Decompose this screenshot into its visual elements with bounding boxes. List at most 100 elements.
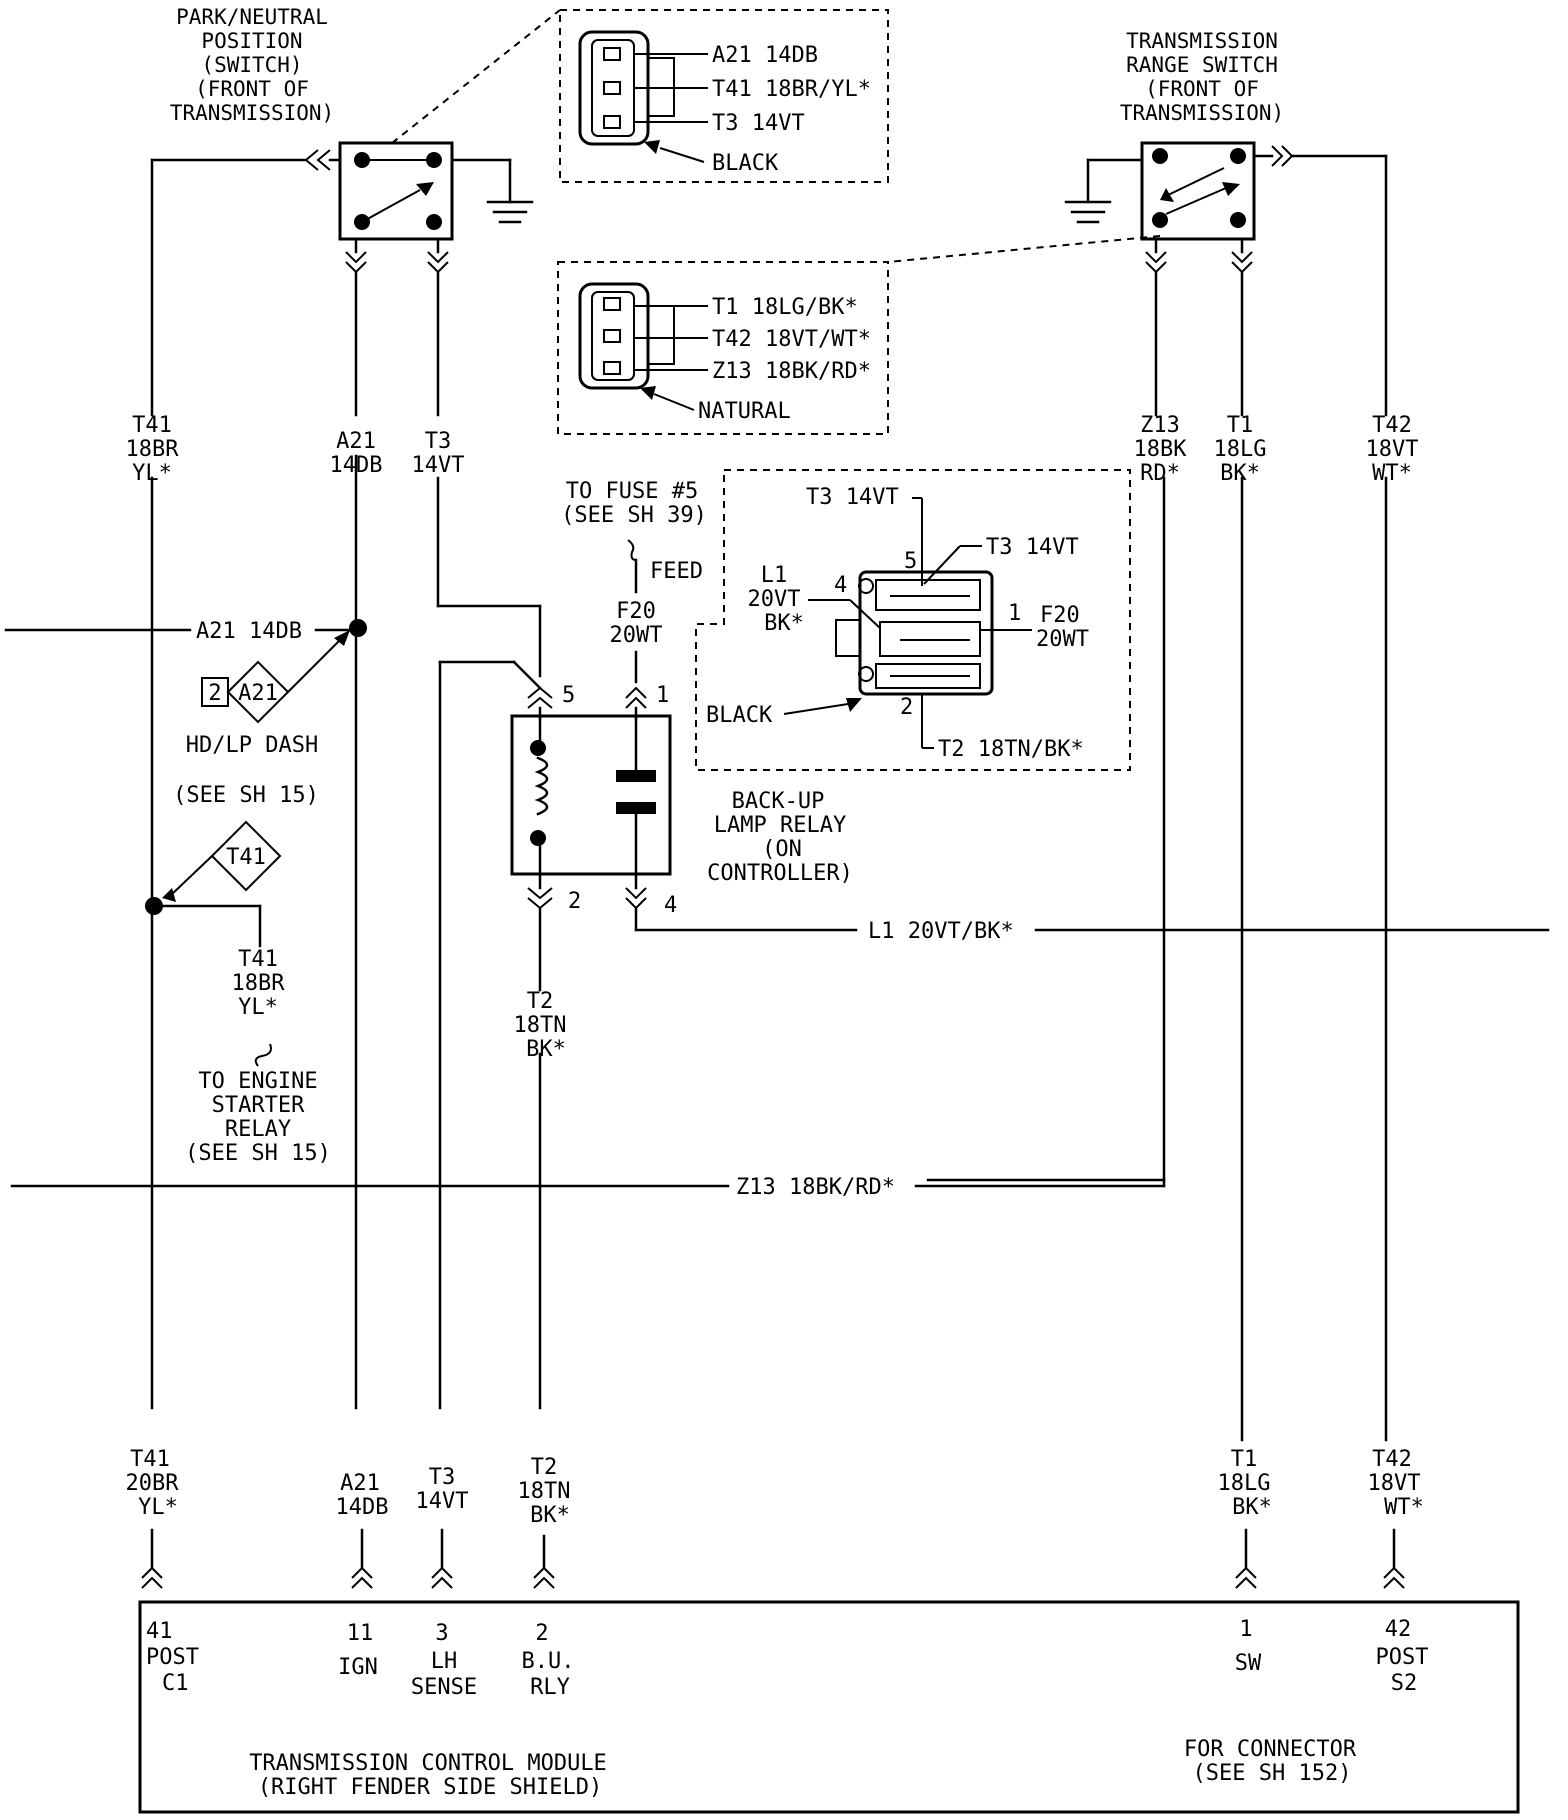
wire-t42-top-2: 18VT xyxy=(1366,437,1419,462)
rcv-pin5: 5 xyxy=(904,549,917,574)
tr-switch-label-3: (FRONT OF xyxy=(1145,77,1259,101)
tr-switch-body xyxy=(1140,141,1256,241)
pn-switch-label-5: TRANSMISSION) xyxy=(170,101,334,125)
relay-pin-5: 5 xyxy=(562,683,575,708)
pn-switch-label-4: (FRONT OF xyxy=(195,77,309,101)
wire-a21-top-2: 14DB xyxy=(330,453,383,478)
pn-pin-a21: A21 14DB xyxy=(712,43,818,68)
wire-t42-bot-3: WT* xyxy=(1384,1495,1424,1520)
relay-pin-1: 1 xyxy=(656,683,669,708)
wire-a21-top-1: A21 xyxy=(336,429,376,454)
wire-z13-top-1: Z13 xyxy=(1140,413,1180,438)
wire-t41-mid-1: T41 xyxy=(238,947,278,972)
wire-t2-mid-2: 18TN xyxy=(514,1013,567,1038)
rcv-t3-top: T3 14VT xyxy=(806,485,899,510)
splice-a21-number: 2 xyxy=(208,681,221,706)
wire-f20-1: F20 xyxy=(616,599,656,624)
wire-l1-horizontal: L1 20VT/BK* xyxy=(868,919,1014,944)
rcv-f20-2: 20WT xyxy=(1036,627,1089,652)
rcv-t2: T2 18TN/BK* xyxy=(938,737,1084,762)
tcm-pin-42-line1: POST xyxy=(1376,1645,1429,1670)
splice-a21-label: A21 xyxy=(238,681,278,706)
wire-t42-top-1: T42 xyxy=(1372,413,1412,438)
tr-pin-t1: T1 18LG/BK* xyxy=(712,295,858,320)
wire-t1-bot-2: 18LG xyxy=(1218,1471,1271,1496)
wire-t1-bot-3: BK* xyxy=(1232,1495,1272,1520)
wire-t41-top-1: T41 xyxy=(132,413,172,438)
tcm-pin-1-num: 1 xyxy=(1239,1617,1252,1642)
splice-a21-dot xyxy=(349,619,367,637)
wire-t41-bot-2: 20BR xyxy=(126,1471,180,1496)
relay-pin-2: 2 xyxy=(568,889,581,914)
tcm-pin-3-line1: LH xyxy=(431,1649,458,1674)
rcv-pin2: 2 xyxy=(900,695,913,720)
tcm-pin-41-line2: C1 xyxy=(162,1671,189,1696)
tcm-pin-2-line2: RLY xyxy=(530,1675,570,1700)
fuse-label-2: (SEE SH 39) xyxy=(561,503,707,528)
wire-t2-mid-3: BK* xyxy=(526,1037,566,1062)
wire-t42-top-3: WT* xyxy=(1372,461,1412,486)
feed-label: FEED xyxy=(650,559,703,584)
tr-switch-label-1: TRANSMISSION xyxy=(1126,29,1278,53)
wire-t41-mid-3: YL* xyxy=(238,995,278,1020)
rcv-t3-right: T3 14VT xyxy=(986,535,1079,560)
wire-t41-bot-3: YL* xyxy=(138,1495,178,1520)
hd-lp-dash-label: HD/LP DASH xyxy=(186,733,318,758)
relay-connector-view: T3 14VT 5 T3 14VT 4 L1 20VT BK* 1 F20 20… xyxy=(695,469,1131,771)
wire-t41-top-3: YL* xyxy=(132,461,172,486)
wire-a21-bot-2: 14DB xyxy=(336,1495,389,1520)
tcm-pin-11-line1: IGN xyxy=(338,1655,378,1680)
rcv-l1-1: L1 xyxy=(761,563,788,588)
wire-t42-bot-1: T42 xyxy=(1372,1447,1412,1472)
transmission-control-module: 41 POST C1 11 IGN 3 LH SENSE 2 B.U. RLY … xyxy=(138,1600,1520,1814)
pn-switch-body xyxy=(338,141,454,241)
wire-t1-top-1: T1 xyxy=(1227,413,1254,438)
pn-pin-t3: T3 14VT xyxy=(712,111,805,136)
tcm-pin-3-num: 3 xyxy=(435,1621,448,1646)
for-connector-2: (SEE SH 152) xyxy=(1193,1761,1352,1786)
wire-t3-top-2: 14VT xyxy=(412,453,465,478)
relay-label-4: CONTROLLER) xyxy=(707,861,853,886)
tcm-pin-2-num: 2 xyxy=(535,1621,548,1646)
relay-pin-4: 4 xyxy=(664,893,677,918)
see-sh15-label: (SEE SH 15) xyxy=(173,783,319,808)
wire-z13-top-3: RD* xyxy=(1140,461,1180,486)
tcm-connector-chevrons xyxy=(141,1566,1405,1589)
relay-body xyxy=(510,714,672,876)
wire-t41-bot-1: T41 xyxy=(130,1447,170,1472)
tr-switch-label-2: RANGE SWITCH xyxy=(1126,53,1278,77)
wire-z13-top-2: 18BK xyxy=(1134,437,1188,462)
relay-label-2: LAMP RELAY xyxy=(714,813,846,838)
for-connector-1: FOR CONNECTOR xyxy=(1184,1737,1357,1762)
pn-switch-label-1: PARK/NEUTRAL xyxy=(176,5,328,29)
backup-lamp-relay: 5 1 2 4 BACK-UP LAMP RELAY (ON CONTROLLE… xyxy=(510,683,853,918)
tcm-pin-42-line2: S2 xyxy=(1391,1671,1418,1696)
rcv-l1-2: 20VT xyxy=(748,587,801,612)
pn-switch-label-2: POSITION xyxy=(201,29,302,53)
wire-t2-bot-3: BK* xyxy=(530,1503,570,1528)
wire-t2-bot-2: 18TN xyxy=(518,1479,571,1504)
tr-pin-t42: T42 18VT/WT* xyxy=(712,327,871,352)
tcm-pin-41-num: 41 xyxy=(146,1619,173,1644)
transmission-range-switch: TRANSMISSION RANGE SWITCH (FRONT OF TRAN… xyxy=(1064,29,1294,274)
tr-switch-label-4: TRANSMISSION) xyxy=(1120,101,1284,125)
tcm-pin-41-line1: POST xyxy=(146,1645,199,1670)
wire-t1-top-2: 18LG xyxy=(1214,437,1267,462)
engine-starter-2: STARTER xyxy=(212,1093,305,1118)
wire-t41-top-2: 18BR xyxy=(126,437,180,462)
pn-connector-view: A21 14DB T41 18BR/YL* T3 14VT BLACK xyxy=(559,9,889,183)
pn-switch-label-3: (SWITCH) xyxy=(201,53,302,77)
tcm-title-2: (RIGHT FENDER SIDE SHIELD) xyxy=(258,1775,602,1800)
wire-z13-horizontal: Z13 18BK/RD* xyxy=(736,1175,895,1200)
pn-pin-t41: T41 18BR/YL* xyxy=(712,77,871,102)
park-neutral-switch: PARK/NEUTRAL POSITION (SWITCH) (FRONT OF… xyxy=(170,5,534,274)
tcm-pin-42-num: 42 xyxy=(1385,1617,1412,1642)
engine-starter-1: TO ENGINE xyxy=(198,1069,317,1094)
engine-starter-3: RELAY xyxy=(225,1117,291,1142)
rcv-color: BLACK xyxy=(706,703,773,728)
wire-a21-bot-1: A21 xyxy=(340,1471,380,1496)
wire-t42-bot-2: 18VT xyxy=(1368,1471,1421,1496)
tr-connector-view: T1 18LG/BK* T42 18VT/WT* Z13 18BK/RD* NA… xyxy=(557,261,889,435)
tcm-pin-3-line2: SENSE xyxy=(411,1675,477,1700)
